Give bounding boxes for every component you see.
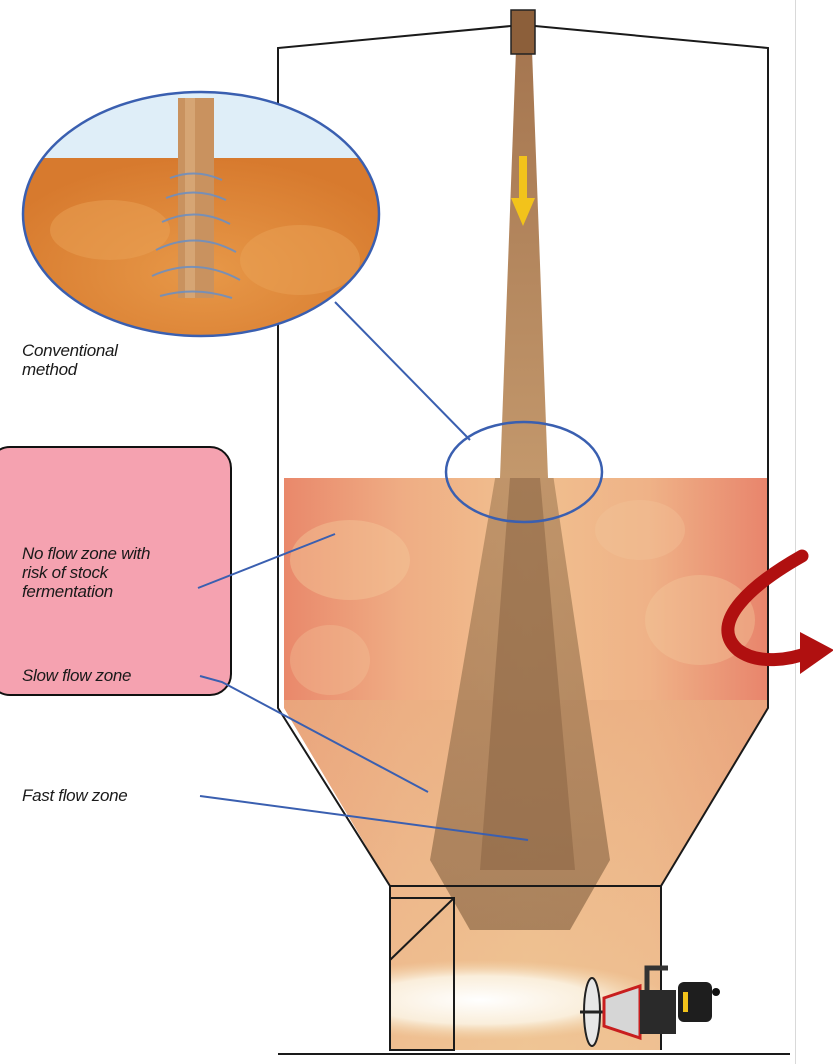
label-no-flow-zone: No flow zone with risk of stock fermenta… — [22, 544, 150, 601]
feed-stream — [500, 50, 548, 478]
label-fast-flow-zone: Fast flow zone — [22, 786, 127, 805]
stock-fill — [280, 420, 772, 1060]
label-conventional-method: Conventional method — [22, 341, 118, 379]
label-slow-flow-zone: Slow flow zone — [22, 666, 131, 685]
feed-inlet — [511, 10, 535, 54]
inset-magnifier — [20, 90, 385, 348]
